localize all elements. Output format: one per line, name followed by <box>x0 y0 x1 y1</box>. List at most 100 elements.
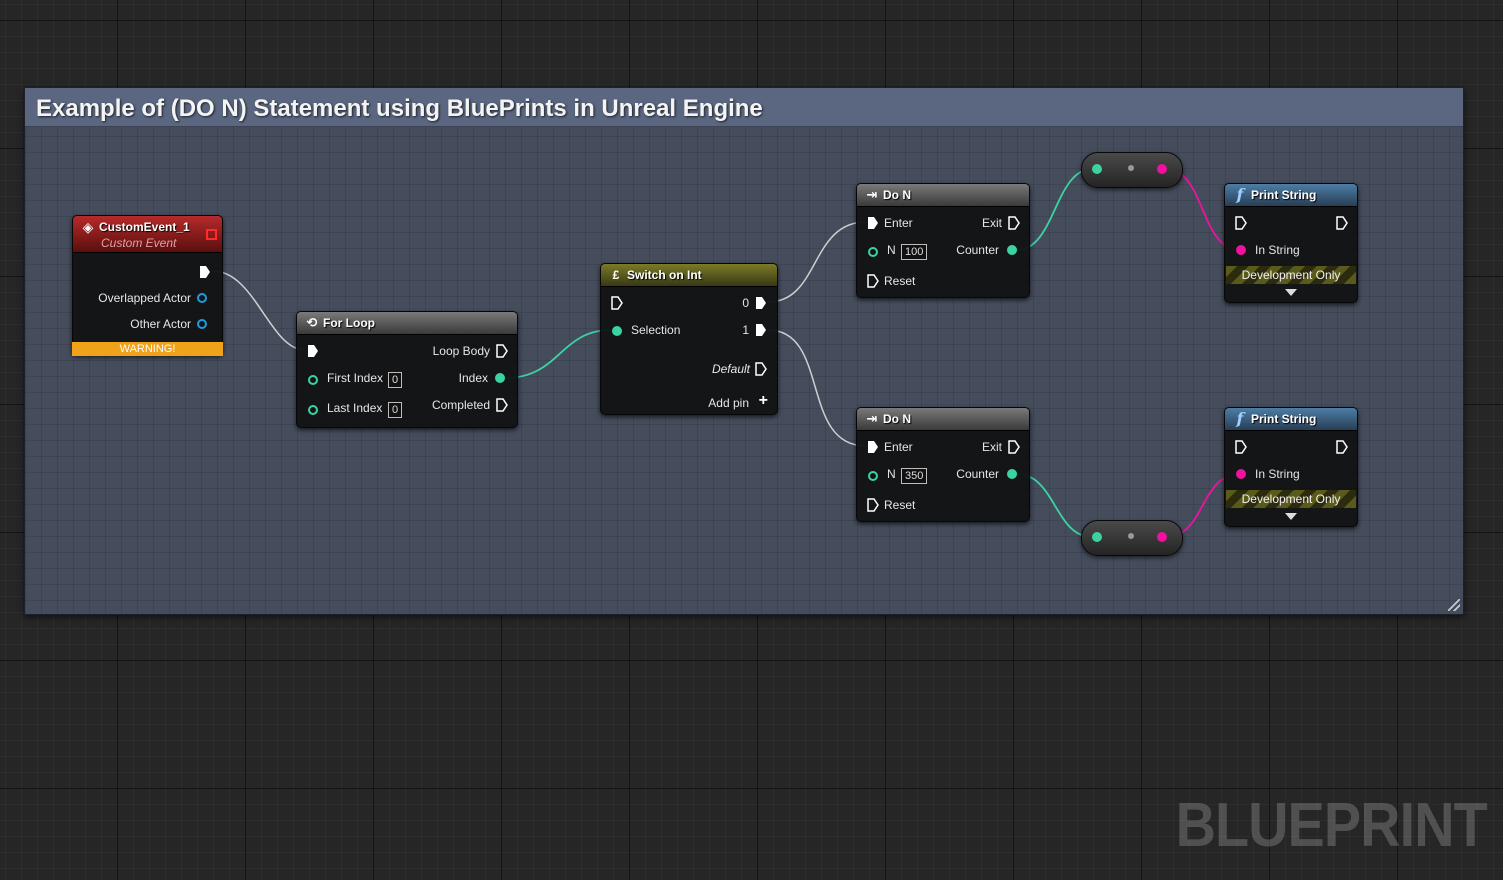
print-exec-out-pin[interactable] <box>1336 440 1348 454</box>
comment-title: Example of (DO N) Statement using BluePr… <box>36 95 763 122</box>
switch-icon: £ <box>612 268 620 282</box>
default-exec-pin[interactable] <box>755 362 767 376</box>
n-input[interactable]: 350 <box>901 468 928 484</box>
pin-label-in-string: In String <box>1255 467 1300 481</box>
wire-event-to-forloop <box>212 270 306 351</box>
event-diamond-icon: ◈ <box>82 219 94 235</box>
print-exec-in-pin[interactable] <box>1235 440 1247 454</box>
conversion-out-pin[interactable] <box>1157 164 1167 174</box>
comment-header[interactable]: Example of (DO N) Statement using BluePr… <box>25 88 1463 127</box>
conversion-in-pin[interactable] <box>1092 164 1102 174</box>
pin-label-out1: 1 <box>742 323 749 337</box>
delegate-pin-icon[interactable] <box>206 229 217 240</box>
expand-chevron-icon[interactable] <box>1285 513 1297 520</box>
completed-exec-pin[interactable] <box>496 398 508 412</box>
expand-chevron-icon[interactable] <box>1285 289 1297 296</box>
for-loop-header[interactable]: ⟲ For Loop <box>297 312 517 335</box>
in-string-pin[interactable] <box>1236 469 1246 479</box>
custom-event-header[interactable]: ◈ CustomEvent_1 Custom Event <box>73 216 222 253</box>
pin-label-other-actor: Other Actor <box>130 317 191 331</box>
gate-icon: ⇥ <box>866 411 878 426</box>
blueprint-watermark: BLUEPRINT <box>1175 791 1488 860</box>
pin-label-reset: Reset <box>884 274 916 288</box>
first-index-pin[interactable] <box>308 375 318 385</box>
function-icon: f <box>1236 409 1244 428</box>
print-string-top-header[interactable]: f Print String <box>1225 184 1357 207</box>
in-string-pin[interactable] <box>1236 245 1246 255</box>
conversion-dot-icon <box>1128 533 1134 539</box>
do-n-bottom-node[interactable]: ⇥ Do N Enter Exit N 350 Counter Reset <box>856 407 1030 522</box>
overlapped-actor-pin[interactable] <box>197 293 207 303</box>
index-out-pin[interactable] <box>495 373 505 383</box>
custom-event-subtitle: Custom Event <box>101 236 177 250</box>
first-index-input[interactable]: 0 <box>388 372 403 388</box>
pin-label-out0: 0 <box>742 296 749 310</box>
switch-on-int-node[interactable]: £ Switch on Int 0 Selection 1 Default Ad… <box>600 263 778 415</box>
print-string-bottom-node[interactable]: f Print String In String Development Onl… <box>1224 407 1358 527</box>
counter-out-pin[interactable] <box>1007 245 1017 255</box>
resize-handle-icon[interactable] <box>1448 599 1460 611</box>
plus-icon[interactable]: + <box>758 392 768 409</box>
pin-label-enter: Enter <box>884 216 913 230</box>
add-pin-button[interactable]: Add pin <box>708 396 749 410</box>
for-loop-node[interactable]: ⟲ For Loop Loop Body First Index 0 Index… <box>296 311 518 428</box>
loop-icon: ⟲ <box>306 315 318 330</box>
pin-label-exit: Exit <box>981 216 1002 230</box>
pin-label-default: Default <box>711 362 750 376</box>
switch-title: Switch on Int <box>627 268 702 282</box>
wire-switch0-to-don-top <box>767 221 867 303</box>
development-only-banner: Development Only <box>1226 266 1356 284</box>
exec-in-pin[interactable] <box>307 344 319 358</box>
exit-exec-pin[interactable] <box>1008 216 1020 230</box>
n-input[interactable]: 100 <box>901 244 928 260</box>
switch-exec-in-pin[interactable] <box>611 296 623 310</box>
reset-exec-pin[interactable] <box>867 274 879 288</box>
print-exec-in-pin[interactable] <box>1235 216 1247 230</box>
do-n-top-node[interactable]: ⇥ Do N Enter Exit N 100 Counter Reset <box>856 183 1030 298</box>
do-n-top-header[interactable]: ⇥ Do N <box>857 184 1029 207</box>
pin-label-n: N <box>887 243 896 257</box>
conversion-dot-icon <box>1128 165 1134 171</box>
exec-out-pin[interactable] <box>199 265 211 279</box>
pin-label-exit: Exit <box>981 440 1002 454</box>
selection-pin[interactable] <box>612 326 622 336</box>
other-actor-pin[interactable] <box>197 319 207 329</box>
pin-label-counter: Counter <box>956 467 999 481</box>
int-to-string-conversion-top[interactable] <box>1081 152 1183 188</box>
enter-exec-pin[interactable] <box>867 440 879 454</box>
gate-icon: ⇥ <box>866 187 878 202</box>
print-string-bottom-header[interactable]: f Print String <box>1225 408 1357 431</box>
print-string-top-title: Print String <box>1251 188 1317 202</box>
pin-label-loop-body: Loop Body <box>432 344 490 358</box>
print-string-bottom-title: Print String <box>1251 412 1317 426</box>
function-icon: f <box>1236 185 1244 204</box>
reset-exec-pin[interactable] <box>867 498 879 512</box>
out0-exec-pin[interactable] <box>755 296 767 310</box>
last-index-input[interactable]: 0 <box>388 402 403 418</box>
conversion-out-pin[interactable] <box>1157 532 1167 542</box>
do-n-bottom-header[interactable]: ⇥ Do N <box>857 408 1029 431</box>
print-exec-out-pin[interactable] <box>1336 216 1348 230</box>
development-only-banner: Development Only <box>1226 490 1356 508</box>
last-index-pin[interactable] <box>308 405 318 415</box>
switch-header[interactable]: £ Switch on Int <box>601 264 777 287</box>
pin-label-completed: Completed <box>431 398 490 412</box>
print-string-top-node[interactable]: f Print String In String Development Onl… <box>1224 183 1358 303</box>
counter-out-pin[interactable] <box>1007 469 1017 479</box>
n-pin[interactable] <box>868 471 878 481</box>
int-to-string-conversion-bottom[interactable] <box>1081 520 1183 556</box>
pin-label-reset: Reset <box>884 498 916 512</box>
pin-label-counter: Counter <box>956 243 999 257</box>
exit-exec-pin[interactable] <box>1008 440 1020 454</box>
do-n-top-title: Do N <box>883 188 911 202</box>
custom-event-node[interactable]: ◈ CustomEvent_1 Custom Event Overlapped … <box>72 215 223 356</box>
out1-exec-pin[interactable] <box>755 323 767 337</box>
pin-label-n: N <box>887 467 896 481</box>
loop-body-exec-pin[interactable] <box>496 344 508 358</box>
n-pin[interactable] <box>868 247 878 257</box>
pin-label-first-index: First Index <box>327 371 384 385</box>
custom-event-title: CustomEvent_1 <box>99 220 190 234</box>
conversion-in-pin[interactable] <box>1092 532 1102 542</box>
wire-switch1-to-don-bottom <box>767 329 867 447</box>
enter-exec-pin[interactable] <box>867 216 879 230</box>
